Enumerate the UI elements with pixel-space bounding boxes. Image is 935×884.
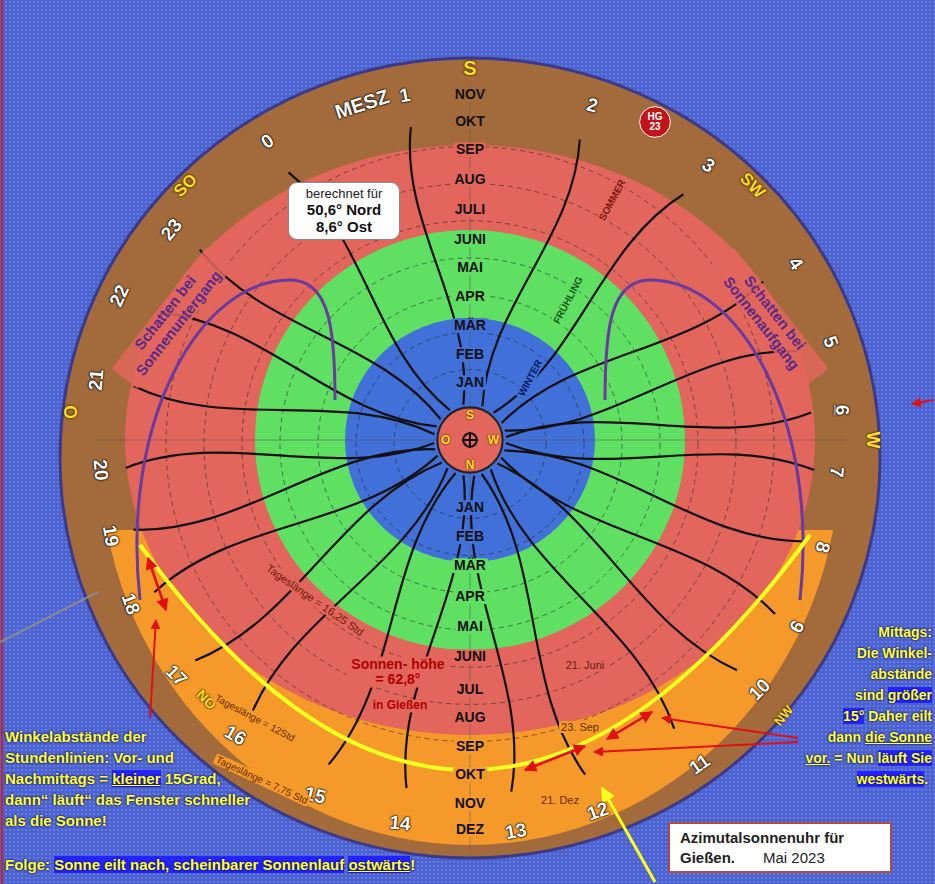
sun-height-label: in Gießen: [371, 699, 430, 712]
hub-letter: O: [441, 434, 450, 446]
month-label: OKT: [453, 767, 487, 782]
hour-line: [200, 250, 441, 420]
month-label: APR: [453, 589, 487, 604]
hour-number: 7: [825, 466, 847, 478]
date-label: 21. Dez: [539, 794, 581, 806]
callout-text: ostwärts: [348, 856, 410, 873]
compass-label: O: [62, 405, 82, 419]
hour-number: 21: [86, 369, 109, 392]
hour-number: 6: [832, 405, 853, 416]
month-label: JULI: [453, 202, 487, 217]
month-label: NOV: [453, 87, 487, 102]
callout-text: Nun: [846, 750, 873, 766]
hub-letter: W: [488, 434, 499, 446]
month-label: AUG: [452, 172, 487, 187]
date-circle: [166, 146, 774, 741]
month-label: FEB: [454, 347, 486, 362]
hour-line: [506, 413, 811, 438]
info-box: berechnet für50,6° Nord 8,6° Ost: [288, 182, 400, 240]
callout-text: Folge:: [5, 856, 50, 873]
angle-arrow: [148, 558, 166, 610]
hour-line: [505, 351, 797, 431]
callout-left: Winkelabstände der Stundenlinien: Vor- u…: [5, 726, 595, 875]
month-label: SEP: [454, 739, 486, 754]
title-date: Mai 2023: [763, 848, 825, 868]
badge-text: HG 23: [646, 112, 664, 132]
callout-text: =: [834, 750, 842, 766]
hour-number: 14: [389, 813, 412, 836]
sun-height-label: Sonnen- höhe = 62,8°: [346, 657, 450, 688]
month-label: APR: [453, 289, 487, 304]
title-box: Azimutalsonnenuhr für Gießen.Mai 2023: [668, 822, 892, 873]
callout-text: Sonne eilt nach, scheinbarer Sonnenlauf: [54, 856, 344, 873]
leader-line: [602, 788, 655, 882]
hour-line: [154, 456, 437, 593]
hour-line: [482, 140, 579, 407]
month-label: AUG: [452, 710, 487, 725]
compass-label: S: [463, 57, 476, 79]
edge-line: [1, 0, 3, 884]
callout-right: Mittags: Die Winkel- abstände sindgrößer…: [740, 622, 932, 790]
hour-line: [494, 194, 684, 412]
angle-arrow: [607, 712, 652, 739]
hour-line: [289, 172, 450, 410]
callout-text: .: [924, 771, 928, 787]
info-coordinates: 50,6° Nord 8,6° Ost: [298, 201, 390, 236]
info-heading: berechnet für: [298, 186, 390, 201]
hub-letter: N: [466, 459, 475, 471]
month-label: NOV: [453, 796, 487, 811]
circle-shape: [640, 107, 671, 138]
hour-number: 19: [98, 524, 122, 548]
crosshair: [469, 432, 471, 448]
compass-label: W: [862, 432, 882, 449]
callout-text: kleiner: [112, 770, 160, 787]
hub-letter: S: [466, 409, 474, 421]
date-grid: [166, 146, 774, 741]
circle-shape: [437, 407, 502, 472]
month-label: DEZ: [454, 822, 486, 837]
month-label: SEP: [454, 142, 486, 157]
text-shape-spacer: [195, 726, 595, 854]
date-label: 21. Juni: [564, 659, 607, 671]
hour-number: 20: [89, 459, 112, 482]
hour-line: [491, 469, 674, 728]
hour-number: 13: [504, 820, 528, 844]
callout-text: !: [410, 856, 415, 873]
month-label: OKT: [453, 114, 487, 129]
leader-line: [0, 592, 98, 642]
leader-line: [912, 400, 933, 404]
month-label: MÄR: [452, 558, 488, 573]
angle-arrow: [525, 746, 585, 770]
month-label: JUL: [455, 682, 485, 697]
outer-ring: [60, 58, 880, 858]
month-label: JUNI: [452, 232, 488, 247]
month-label: MAI: [455, 260, 485, 275]
callout-paragraph: Winkelabstände der Stundenlinien: Vor- u…: [5, 726, 595, 854]
author-badge: HG 23: [639, 106, 671, 138]
sun-path-arc: [140, 535, 810, 770]
date-label: 23. Sep: [559, 721, 601, 733]
hour-line: [126, 443, 434, 468]
month-label: JUNI: [452, 649, 488, 664]
date-circle: [204, 184, 736, 705]
callout-paragraph: Folge:Sonne eilt nach, scheinbarer Sonne…: [5, 854, 595, 875]
month-label: MAI: [455, 619, 485, 634]
hour-line: [134, 449, 436, 530]
hour-line: [134, 386, 435, 434]
hour-line: [195, 463, 442, 661]
hour-lines: [126, 127, 815, 792]
month-label: FEB: [454, 529, 486, 544]
center-hub: S O W N: [436, 406, 504, 474]
month-label: JAN: [454, 500, 486, 515]
month-label: MÄR: [452, 318, 488, 333]
hour-line: [502, 281, 763, 423]
leader-line: [594, 742, 798, 752]
month-label: JAN: [454, 375, 486, 390]
hour-line: [497, 464, 737, 671]
leader-line: [150, 620, 156, 718]
